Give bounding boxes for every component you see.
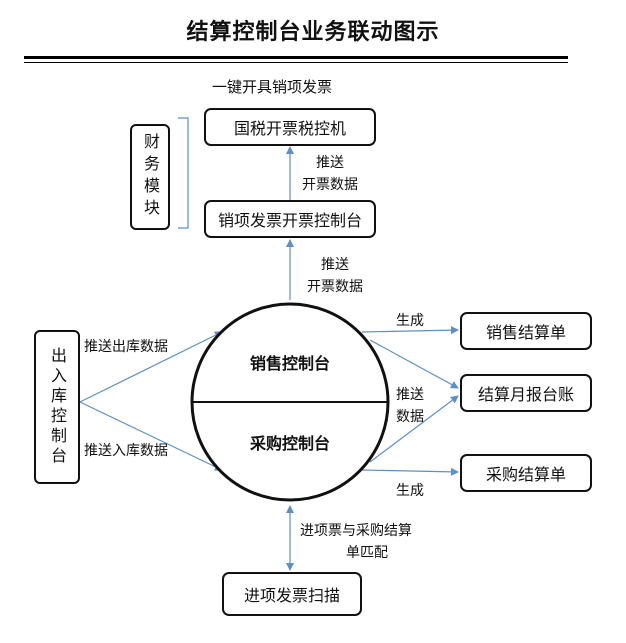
label-push-mid: 推送 开票数据 bbox=[307, 257, 363, 295]
purchase-statement-label: 采购结算单 bbox=[485, 465, 566, 484]
arrow-to-purchase-statement bbox=[361, 467, 459, 476]
finance-module-label: 财务模块 bbox=[141, 133, 160, 221]
monthly-ledger-box: 结算月报台账 bbox=[460, 374, 592, 412]
invoice-console-label: 销项发票开票控制台 bbox=[217, 211, 362, 230]
label-generate-sales: 生成 bbox=[396, 313, 424, 329]
arrow-warehouse-to-purchase bbox=[79, 401, 223, 471]
monthly-ledger-label: 结算月报台账 bbox=[477, 385, 574, 404]
arrow-to-sales-statement bbox=[361, 326, 459, 335]
arrow-warehouse-to-sales bbox=[79, 331, 223, 403]
sales-console-label: 销售控制台 bbox=[249, 354, 330, 373]
tax-machine-box: 国税开票税控机 bbox=[204, 108, 376, 146]
arrow-sales-to-ledger bbox=[369, 339, 459, 389]
sales-statement-label: 销售结算单 bbox=[485, 323, 566, 342]
warehouse-console-label: 出入库控制台 bbox=[48, 347, 67, 467]
invoice-console-box: 销项发票开票控制台 bbox=[204, 200, 376, 238]
label-push-top: 推送 开票数据 bbox=[302, 155, 358, 193]
finance-module-box: 财务模块 bbox=[130, 124, 170, 230]
label-push-outbound: 推送出库数据 bbox=[84, 339, 168, 355]
title-rule-thick bbox=[24, 56, 568, 59]
sales-statement-box: 销售结算单 bbox=[460, 312, 592, 350]
label-push-data: 推送 数据 bbox=[396, 387, 424, 425]
warehouse-console-box: 出入库控制台 bbox=[34, 330, 80, 484]
tax-machine-label: 国税开票税控机 bbox=[233, 119, 346, 138]
label-match: 进项票与采购结算 单匹配 bbox=[300, 523, 412, 561]
title-rule-thin bbox=[24, 62, 568, 63]
input-invoice-scan-label: 进项发票扫描 bbox=[243, 586, 340, 605]
top-caption: 一键开具销项发票 bbox=[212, 78, 333, 96]
label-push-inbound: 推送入库数据 bbox=[84, 443, 168, 459]
purchase-statement-box: 采购结算单 bbox=[460, 454, 592, 492]
label-generate-purchase: 生成 bbox=[396, 483, 424, 499]
input-invoice-scan-box: 进项发票扫描 bbox=[222, 572, 362, 616]
arrow-purchase-to-ledger bbox=[369, 395, 459, 463]
finance-bracket bbox=[178, 117, 189, 229]
purchase-console-label: 采购控制台 bbox=[249, 434, 330, 453]
diagram-title: 结算控制台业务联动图示 bbox=[186, 20, 440, 45]
